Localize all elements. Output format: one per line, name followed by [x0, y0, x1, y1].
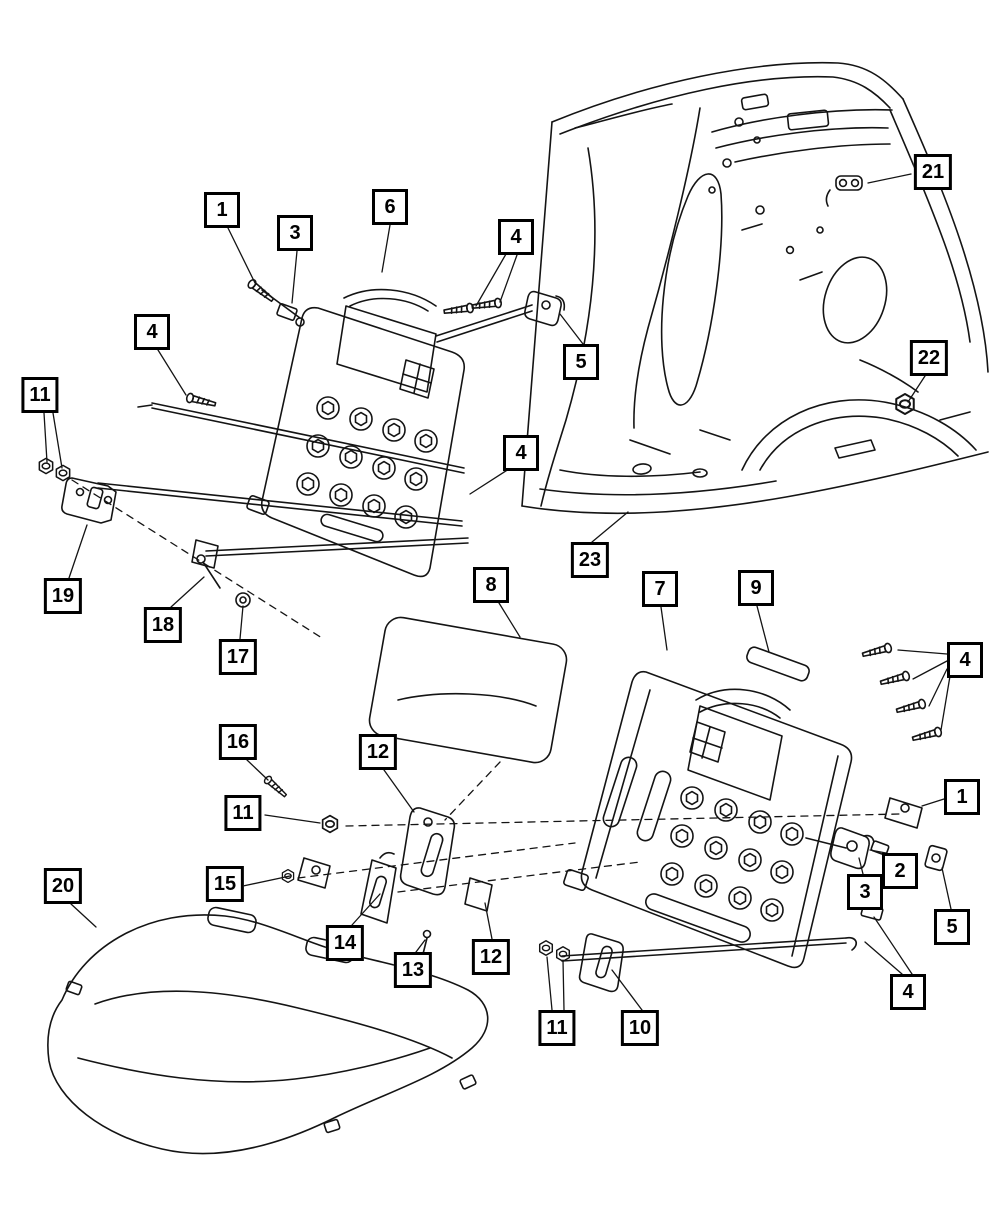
right-hardware-art: [805, 641, 948, 921]
callout-11[interactable]: 11: [21, 377, 59, 413]
callout-3[interactable]: 3: [277, 215, 313, 251]
callout-12[interactable]: 12: [358, 734, 398, 770]
callout-9[interactable]: 9: [738, 570, 774, 606]
callout-17[interactable]: 17: [218, 639, 258, 675]
callout-2[interactable]: 2: [882, 853, 918, 889]
leader-lines: [43, 173, 952, 1011]
callout-4[interactable]: 4: [947, 642, 983, 678]
callout-11[interactable]: 11: [224, 795, 262, 831]
callout-8[interactable]: 8: [473, 567, 509, 603]
callout-11[interactable]: 11: [538, 1010, 576, 1046]
seat-cushion-art: [47, 906, 489, 1155]
callout-10[interactable]: 10: [620, 1010, 660, 1046]
callout-6[interactable]: 6: [372, 189, 408, 225]
callout-20[interactable]: 20: [43, 868, 83, 904]
callout-18[interactable]: 18: [143, 607, 183, 643]
callout-14[interactable]: 14: [325, 925, 365, 961]
callout-1[interactable]: 1: [204, 192, 240, 228]
callout-1[interactable]: 1: [944, 779, 980, 815]
callout-13[interactable]: 13: [393, 952, 433, 988]
car-body-quarter-panel-art: [521, 61, 989, 515]
callout-4[interactable]: 4: [134, 314, 170, 350]
center-latch-cluster-art: [262, 774, 493, 955]
callout-5[interactable]: 5: [934, 909, 970, 945]
callout-7[interactable]: 7: [642, 571, 678, 607]
upper-hardware-art: [38, 277, 566, 608]
callout-16[interactable]: 16: [218, 724, 258, 760]
seat-back-frame-a: [246, 288, 533, 578]
seat-back-frame-b: [563, 646, 853, 969]
callout-5[interactable]: 5: [563, 344, 599, 380]
callout-22[interactable]: 22: [909, 340, 949, 376]
callout-21[interactable]: 21: [913, 154, 953, 190]
callout-12[interactable]: 12: [471, 939, 511, 975]
bottom-rod-art: [538, 933, 858, 993]
callout-4[interactable]: 4: [498, 219, 534, 255]
callout-19[interactable]: 19: [43, 578, 83, 614]
callout-4[interactable]: 4: [890, 974, 926, 1010]
assembly-axis-lines: [71, 479, 901, 893]
callout-15[interactable]: 15: [205, 866, 245, 902]
callout-3[interactable]: 3: [847, 874, 883, 910]
callout-4[interactable]: 4: [503, 435, 539, 471]
callout-23[interactable]: 23: [570, 542, 610, 578]
seat-back-pad-blank: [368, 616, 568, 764]
